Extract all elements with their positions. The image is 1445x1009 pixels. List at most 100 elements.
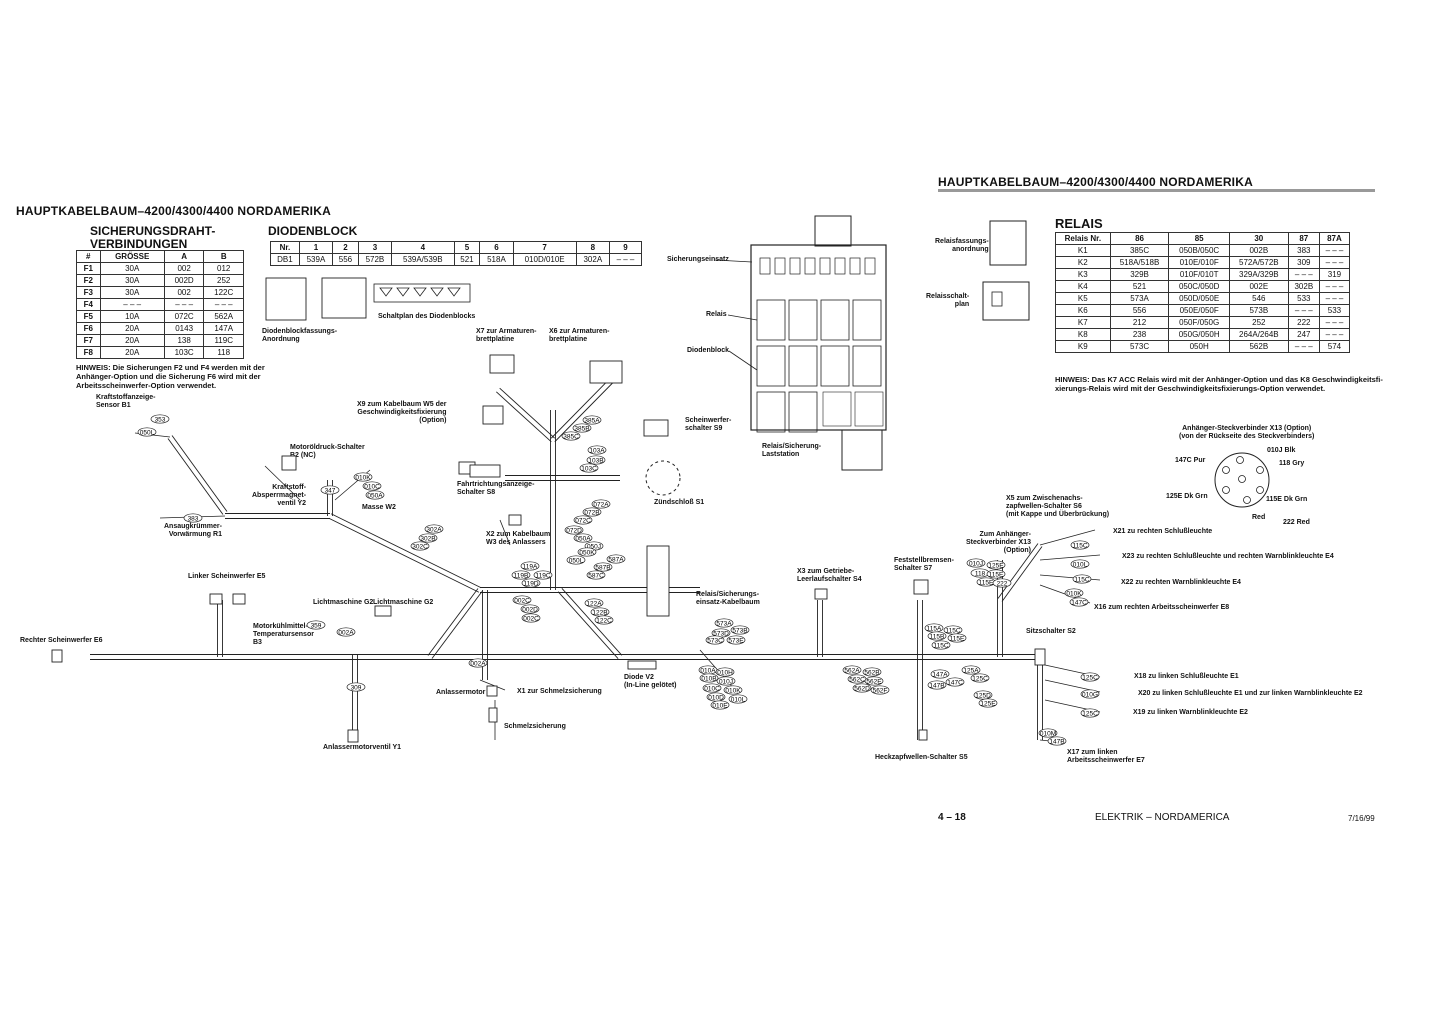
connector [643, 419, 669, 437]
wire-tag [591, 499, 611, 509]
relay-slot [788, 391, 818, 433]
component-label-x13: Zum Anhänger- Steckverbinder X13 (Option… [966, 531, 1031, 554]
wire-tag-text: 573E [728, 638, 744, 645]
wire-tag-text: 122C [596, 618, 612, 625]
wire-tag [714, 618, 734, 628]
fusebox-tab-bottom [841, 429, 883, 471]
wire-tag-text: 002A [338, 630, 354, 637]
wire-tag-text: 115C [945, 628, 960, 635]
component-label-x19: X19 zu linken Warnblinkleuchte E2 [1133, 709, 1248, 716]
ignition-switch [645, 460, 681, 496]
wire-tag [573, 533, 593, 543]
harness-line [427, 588, 479, 656]
harness-line [499, 387, 555, 439]
wire-tag [418, 533, 438, 543]
wire-tag [870, 685, 890, 695]
diode-socket-caption: Diodenblockfassungs- Anordnung [262, 328, 338, 343]
wire-tag-text: 103A [589, 448, 605, 455]
component-label-s5: Heckzapfwellen-Schalter S5 [875, 754, 968, 761]
component-label-e6: Rechter Scheinwerfer E6 [20, 637, 103, 644]
wire-tag [986, 560, 1006, 570]
trailer-pin [1236, 456, 1244, 464]
wire-tag [1080, 708, 1100, 718]
component-label-s8: Fahrtrichtungsanzeige- Schalter S8 [457, 481, 535, 496]
wire-tag-text: 587B [595, 565, 610, 572]
harness-line [1001, 546, 1043, 602]
diode-table-cell: – – – [608, 253, 643, 266]
wire-tag [723, 685, 743, 695]
connector [347, 729, 359, 743]
wire-tag [726, 635, 746, 645]
component-label-s7: Feststellbremsen- Schalter S7 [894, 557, 954, 572]
wire-tag [320, 485, 340, 495]
wire-tag-text: 353 [155, 417, 166, 424]
relay-table-cell: 050H [1168, 340, 1230, 353]
wire-tag-text: 050K [579, 550, 595, 557]
wire-tag [927, 631, 947, 641]
wire [714, 259, 753, 263]
component-label-s9: Scheinwerfer- schalter S9 [685, 417, 732, 432]
trailer-pin-label: 118 Gry [1279, 460, 1305, 467]
wire-tag [961, 665, 981, 675]
harness-line [431, 591, 483, 659]
wire [728, 350, 758, 371]
wire-tag-text: 302C [412, 544, 428, 551]
fuse-slot [864, 257, 876, 275]
component-label-x18: X18 zu linken Schlußleuchte E1 [1134, 673, 1239, 680]
wire-tag [362, 481, 382, 491]
connector [814, 588, 828, 600]
wire-tag [346, 682, 366, 692]
trailer-pin-label: Red [1252, 514, 1266, 521]
component-label-x13v: Anhänger-Steckverbinder X13 (Option) (vo… [1179, 425, 1315, 440]
wire-tag [728, 694, 748, 704]
wire-tag [521, 578, 541, 588]
diode-table-cell: 539A/539B [391, 253, 455, 266]
wire-tag-text: 050J [587, 544, 601, 551]
wire-tag [353, 472, 373, 482]
wire-tag-text: 010M [1040, 731, 1056, 738]
wire-tag [582, 507, 602, 517]
relay-slot [852, 299, 882, 341]
connector [209, 593, 223, 605]
wire-tag [970, 673, 990, 683]
component-label-b3: Motorkühlmittel- Temperatursensor B3 [253, 623, 314, 646]
wire-tag [520, 604, 540, 614]
wire-tag-text: 010K [355, 475, 371, 482]
wire-tag-text: 302A [426, 527, 442, 534]
component-label-g2b: Lichtmaschine G2 [373, 599, 434, 606]
wire-tag [572, 423, 592, 433]
wire-tag [566, 555, 586, 565]
connector [488, 707, 498, 723]
connector [913, 579, 929, 595]
relay-slot [852, 345, 882, 387]
wire-tag-text: 072B [584, 510, 599, 517]
diode-symbol [430, 287, 444, 297]
wire-tag [986, 569, 1006, 579]
relay-slot [820, 345, 850, 387]
wire-tag-text: 115E [979, 580, 994, 587]
wire-tag [702, 683, 722, 693]
fuse-table-cell: 119C [203, 334, 244, 347]
wire-tag [410, 541, 430, 551]
wire-tag-text: 010E [712, 703, 728, 710]
wire-tag [584, 598, 604, 608]
trailer-pin [1222, 466, 1230, 474]
fuse-table-cell: 122C [203, 286, 244, 299]
component-label-y2: Kraftstoff- Absperrmagnet- ventil Y2 [252, 484, 307, 507]
wire-tag-text: 385A [584, 418, 600, 425]
wire-tag-text: 010L [731, 697, 746, 704]
wire [1039, 529, 1096, 546]
trailer-pin-label: 222 Red [1283, 519, 1310, 526]
wire-tag-text: 147B [929, 683, 944, 690]
fuse-table-cell: F8 [76, 346, 101, 359]
connector [627, 660, 657, 670]
fusebox-caption: Relais/Sicherung- Laststation [762, 443, 822, 458]
print-date: 7/16/99 [1348, 814, 1375, 823]
page-title-left: HAUPTKABELBAUM–4200/4300/4400 NORDAMERIK… [16, 204, 331, 218]
component-label-x6: X6 zur Armaturen- brettplatine [549, 328, 610, 343]
wire-tag [561, 431, 581, 441]
